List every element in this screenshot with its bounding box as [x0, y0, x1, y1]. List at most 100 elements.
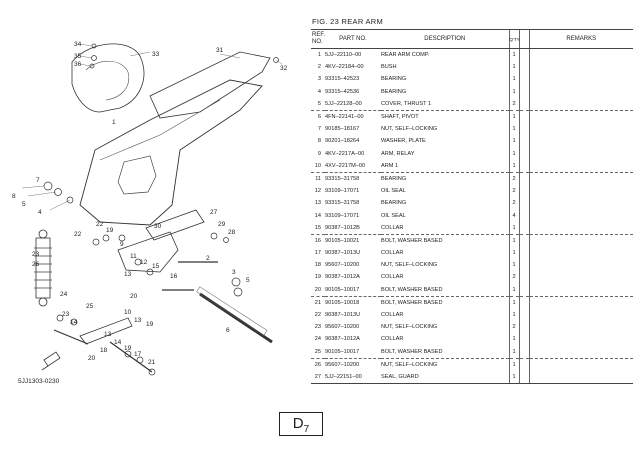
svg-text:5: 5 — [246, 277, 250, 284]
qty-cell: 2 — [508, 185, 519, 198]
svg-text:15: 15 — [152, 263, 160, 270]
description-cell: SHAFT, PIVOT — [381, 114, 419, 121]
part-no-cell: 90105–10017 — [325, 283, 381, 297]
part-no-cell: 4KV–2217A–00 — [325, 150, 365, 157]
spacer-cell — [518, 61, 529, 74]
svg-text:4: 4 — [38, 209, 42, 216]
ref-no-cell: 7 — [317, 126, 321, 133]
description-cell: REAR ARM COMP. — [381, 52, 430, 59]
ref-no-cell: 17 — [314, 250, 321, 257]
remarks-cell — [528, 209, 633, 222]
svg-text:7: 7 — [36, 177, 40, 184]
part-no-cell: 90185–18167 — [325, 126, 360, 133]
description-cell: NUT, SELF–LOCKING — [381, 324, 438, 331]
part-no-cell: 5JJ–22128–00 — [325, 97, 381, 111]
diagram-code: 5JJ1303-0230 — [18, 378, 60, 385]
spacer-cell — [518, 135, 529, 148]
figure-title: FIG. 23 REAR ARM — [312, 17, 384, 26]
remarks-cell — [528, 61, 633, 74]
description-cell: COLLAR — [381, 274, 404, 281]
upper-cover-shape — [149, 51, 271, 119]
exploded-parts-diagram: 34 35 36 33 31 32 1 7 8 5 4 22 19 22 9 3… — [12, 41, 288, 385]
description-cell: NUT, SELF–LOCKING — [381, 361, 438, 368]
qty-cell: 1 — [508, 73, 519, 86]
description-cell: BEARING — [381, 76, 407, 83]
part-no-cell: 90387–1013U — [325, 250, 361, 257]
header-spacer — [518, 29, 529, 49]
parts-table-header: REF. NO. PART NO. DESCRIPTION Q'TY REMAR… — [311, 29, 633, 49]
description-cell: BEARING — [381, 175, 407, 182]
bolts — [53, 261, 218, 373]
qty-cell: 1 — [508, 123, 519, 136]
remarks-cell — [528, 247, 633, 260]
spacer-cell — [518, 185, 529, 198]
ref-no-cell: 14 — [314, 212, 321, 219]
description-cell: BEARING — [381, 88, 407, 95]
remarks-cell — [528, 296, 633, 309]
qty-cell: 2 — [508, 321, 519, 334]
header-qty: Q'TY — [508, 29, 520, 49]
part-no-cell: 5JJ–22110–00 — [325, 52, 362, 59]
spacer-cell — [518, 159, 529, 173]
qty-cell: 1 — [508, 221, 519, 235]
remarks-cell — [528, 185, 633, 198]
parts-table: REF. NO. PART NO. DESCRIPTION Q'TY REMAR… — [311, 29, 633, 385]
part-no-cell: 93109–17071 — [325, 212, 360, 219]
remarks-cell — [528, 85, 633, 98]
svg-text:22: 22 — [74, 231, 82, 238]
page-number: 7 — [303, 424, 310, 435]
ref-no-cell: 21 — [314, 299, 321, 306]
ref-no-cell: 25 — [311, 345, 325, 359]
seal-guard-shape — [145, 209, 205, 241]
remarks-cell — [528, 370, 633, 385]
qty-cell: 1 — [508, 234, 519, 247]
bolt-icon — [41, 351, 61, 371]
svg-text:13: 13 — [124, 271, 132, 278]
ref-no-cell: 26 — [314, 361, 321, 368]
svg-text:33: 33 — [152, 51, 160, 58]
qty-cell: 1 — [508, 259, 519, 272]
spacer-cell — [518, 271, 529, 284]
remarks-cell — [528, 172, 633, 186]
part-no-cell: 90387–1012A — [325, 274, 360, 281]
bearings — [43, 43, 279, 376]
ref-no-cell: 15 — [311, 221, 325, 235]
ref-no-cell: 13 — [314, 200, 321, 207]
part-no-cell: 93315–42523 — [325, 76, 360, 83]
swingarm-rib — [99, 99, 221, 161]
remarks-cell — [528, 259, 633, 272]
svg-text:10: 10 — [124, 309, 132, 316]
relay-arm-shape — [117, 231, 179, 273]
callout-labels: 34 35 36 33 31 32 1 7 8 5 4 22 19 22 9 3… — [12, 41, 288, 366]
description-cell: OIL SEAL — [381, 212, 406, 219]
description-cell: SEAL, GUARD — [381, 370, 509, 385]
description-cell: BEARING — [381, 200, 407, 207]
ref-no-cell: 9 — [317, 150, 321, 157]
qty-cell: 1 — [508, 85, 519, 98]
svg-text:12: 12 — [140, 259, 148, 266]
ref-no-cell: 3 — [317, 76, 321, 83]
part-no-cell: 90105–10017 — [325, 345, 381, 359]
svg-text:23: 23 — [32, 251, 40, 258]
description-cell: BOLT, WASHER BASED — [381, 237, 443, 244]
header-ref-no: REF. NO. — [311, 29, 325, 49]
spacer-cell — [518, 259, 529, 272]
description-cell: ARM 1 — [381, 159, 509, 173]
qty-cell: 2 — [508, 271, 519, 284]
part-no-cell: 4XV–2217M–00 — [325, 159, 381, 173]
description-cell: COVER, THRUST 1 — [381, 97, 509, 111]
remarks-cell — [528, 97, 633, 111]
qty-cell: 2 — [508, 97, 519, 111]
description-cell: BOLT, WASHER BASED — [381, 283, 509, 297]
spacer-cell — [518, 147, 529, 160]
